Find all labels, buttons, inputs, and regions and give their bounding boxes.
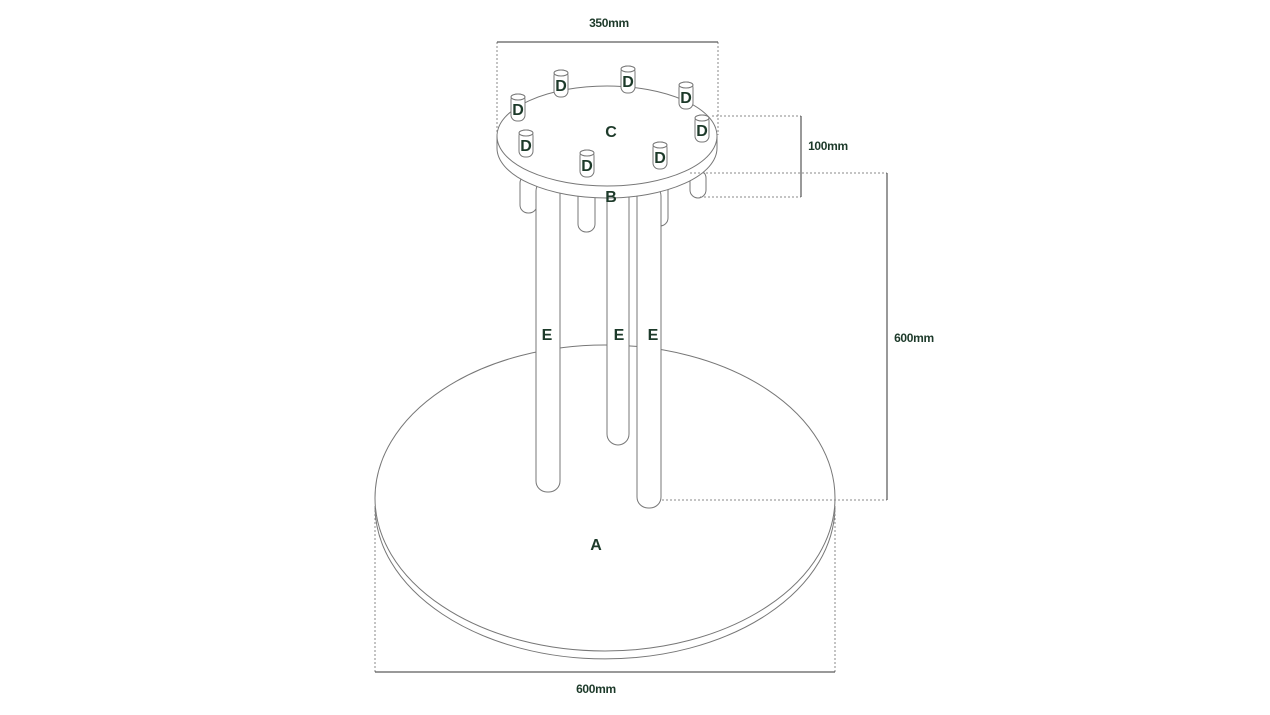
base-width-dimension: 600mm (576, 682, 616, 696)
peg: D (510, 93, 526, 122)
label-plate-top: C (605, 124, 617, 141)
label-peg: D (696, 123, 708, 140)
peg: D (518, 129, 534, 158)
label-base: A (590, 537, 602, 554)
peg: D (678, 81, 694, 110)
label-peg: D (512, 102, 524, 119)
label-peg: D (654, 150, 666, 167)
label-peg: D (581, 158, 593, 175)
base-disc (374, 344, 836, 660)
peg: D (652, 141, 668, 170)
leg-height-dimension: 600mm (894, 331, 934, 345)
label-plate-underside: B (605, 189, 617, 206)
peg: D (579, 149, 595, 178)
label-peg: D (520, 138, 532, 155)
dimension-lines (374, 41, 888, 673)
legs (535, 179, 662, 509)
label-leg: E (614, 327, 625, 344)
label-peg: D (680, 90, 692, 107)
peg: D (620, 65, 636, 94)
plate-height-dimension: 100mm (808, 139, 848, 153)
label-leg: E (542, 327, 553, 344)
label-leg: E (648, 327, 659, 344)
plate-width-dimension: 350mm (589, 16, 629, 30)
peg: D (694, 114, 710, 143)
label-peg: D (555, 78, 567, 95)
peg: D (553, 69, 569, 98)
label-peg: D (622, 74, 634, 91)
